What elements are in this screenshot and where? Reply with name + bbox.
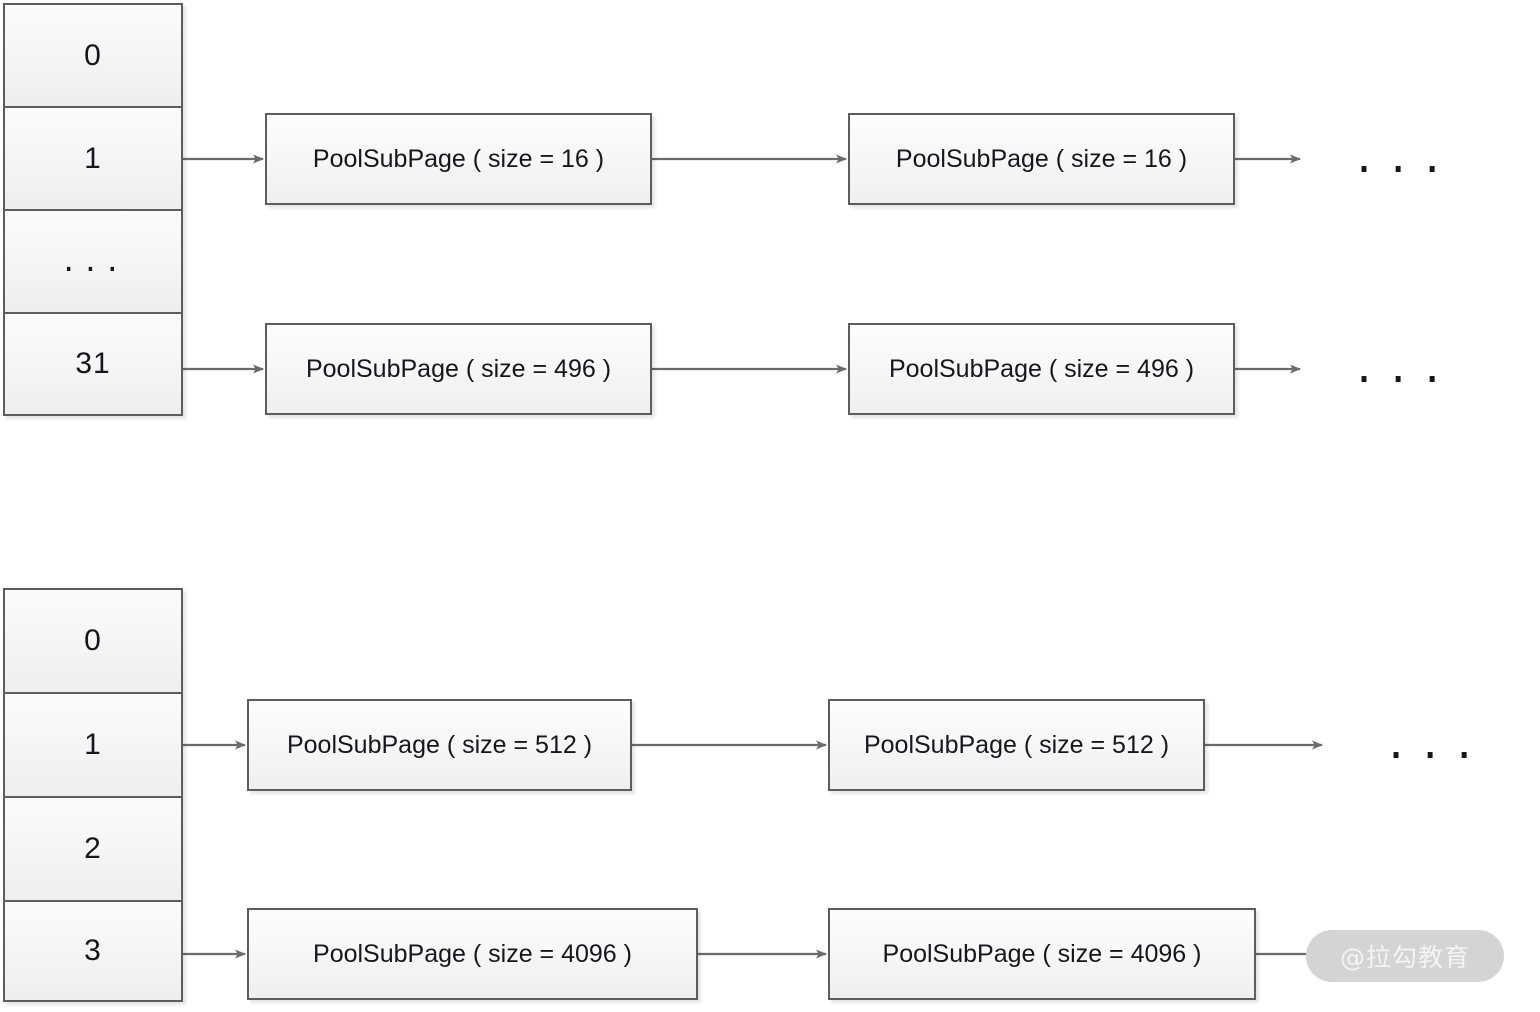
index-cell-label: 1 — [84, 141, 102, 175]
index-cell-2[interactable]: 2 — [5, 798, 181, 902]
node-poolsubpage-496-a[interactable]: PoolSubPage ( size = 496 ) — [265, 323, 652, 415]
index-cell-1[interactable]: 1 — [5, 108, 181, 211]
node-poolsubpage-496-b[interactable]: PoolSubPage ( size = 496 ) — [848, 323, 1235, 415]
ellipsis-label: ... — [60, 245, 126, 278]
node-label: PoolSubPage ( size = 512 ) — [286, 730, 593, 759]
index-cell-label: 31 — [75, 347, 111, 380]
index-cell-31[interactable]: 31 — [5, 314, 181, 414]
watermark-text: @拉勾教育 — [1339, 943, 1470, 972]
watermark-badge: @拉勾教育 — [1306, 930, 1504, 982]
index-table-small: 0 1 2 3 — [3, 588, 183, 1002]
node-label: PoolSubPage ( size = 496 ) — [305, 354, 612, 383]
index-cell-3[interactable]: 3 — [5, 902, 181, 1000]
node-poolsubpage-16-b[interactable]: PoolSubPage ( size = 16 ) — [848, 113, 1235, 205]
node-label: PoolSubPage ( size = 512 ) — [863, 730, 1170, 759]
chain-tail-ellipsis-16: ... — [1352, 136, 1455, 182]
node-label: PoolSubPage ( size = 16 ) — [895, 144, 1188, 173]
index-cell-label: 3 — [84, 934, 102, 967]
index-cell-label: 0 — [84, 624, 102, 657]
node-poolsubpage-512-a[interactable]: PoolSubPage ( size = 512 ) — [247, 699, 632, 791]
index-cell-label: 2 — [84, 832, 102, 865]
node-poolsubpage-16-a[interactable]: PoolSubPage ( size = 16 ) — [265, 113, 652, 205]
node-label: PoolSubPage ( size = 4096 ) — [882, 939, 1202, 968]
node-poolsubpage-4096-a[interactable]: PoolSubPage ( size = 4096 ) — [247, 908, 698, 1000]
index-table-tiny: 0 1 ... 31 — [3, 3, 183, 416]
node-label: PoolSubPage ( size = 4096 ) — [313, 939, 632, 968]
node-label: PoolSubPage ( size = 496 ) — [888, 354, 1195, 383]
node-poolsubpage-512-b[interactable]: PoolSubPage ( size = 512 ) — [828, 699, 1205, 791]
node-poolsubpage-4096-b[interactable]: PoolSubPage ( size = 4096 ) — [828, 908, 1256, 1000]
index-cell-0[interactable]: 0 — [5, 5, 181, 108]
index-cell-1[interactable]: 1 — [5, 694, 181, 798]
index-cell-0[interactable]: 0 — [5, 590, 181, 694]
index-cell-label: 1 — [84, 728, 102, 761]
chain-tail-ellipsis-512: ... — [1384, 722, 1487, 768]
index-cell-label: 0 — [84, 38, 102, 72]
chain-tail-ellipsis-496: ... — [1352, 346, 1455, 392]
index-cell-ellipsis[interactable]: ... — [5, 211, 181, 314]
node-label: PoolSubPage ( size = 16 ) — [312, 144, 605, 173]
